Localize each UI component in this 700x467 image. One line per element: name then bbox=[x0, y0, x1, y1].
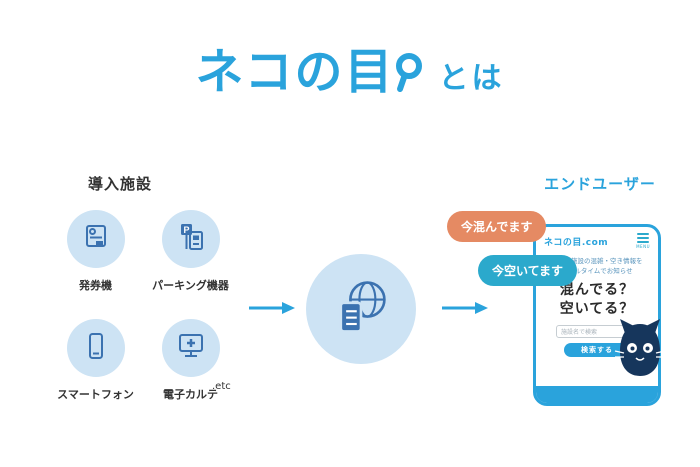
facility-label: スマートフォン bbox=[57, 388, 134, 401]
facility-ticket-machine: 発券機 bbox=[48, 210, 143, 293]
facility-label: 発券機 bbox=[79, 279, 112, 292]
enduser-heading: エンドユーザー bbox=[544, 175, 656, 193]
svg-text:P: P bbox=[183, 225, 189, 235]
server-globe-icon bbox=[327, 273, 395, 345]
cat-mascot bbox=[614, 316, 666, 382]
magnifier-icon bbox=[393, 52, 425, 98]
parking-machine-icon: P bbox=[175, 221, 207, 257]
phone-site-logo: ネコの目.com bbox=[544, 237, 609, 248]
flow-arrow-left bbox=[249, 300, 295, 320]
hamburger-menu-icon: MENU bbox=[636, 233, 650, 249]
smartphone-icon bbox=[80, 330, 112, 366]
page-title: ネコの目 とは bbox=[0, 46, 700, 97]
title-suffix: とは bbox=[438, 61, 505, 96]
facility-smartphone: スマートフォン bbox=[48, 319, 143, 402]
phone-headline: 混んでる？ 空いてる？ bbox=[536, 281, 658, 319]
facility-parking-machine: P パーキング機器 bbox=[143, 210, 238, 293]
phone-description-line1: お店や施設の混雑・空き情報を bbox=[551, 257, 643, 265]
phone-bottom-bar bbox=[536, 386, 658, 403]
medical-chart-icon bbox=[175, 330, 207, 366]
menu-label: MENU bbox=[636, 244, 650, 249]
phone-search-placeholder: 施設名で検索 bbox=[561, 328, 598, 336]
facility-label: パーキング機器 bbox=[152, 279, 229, 292]
bubble-busy: 今混んでます bbox=[447, 211, 547, 242]
phone-headline-line1: 混んでる？ bbox=[559, 281, 635, 298]
facility-circle: P bbox=[161, 210, 220, 268]
facility-grid: 発券機 P パーキング機器 bbox=[48, 210, 238, 402]
etc-label: .etc bbox=[212, 381, 231, 392]
facility-circle bbox=[161, 319, 220, 377]
facility-circle bbox=[66, 210, 125, 268]
phone-header: ネコの目.com MENU bbox=[536, 227, 658, 252]
phone-headline-line2: 空いてる？ bbox=[559, 300, 635, 317]
facility-circle bbox=[66, 319, 125, 377]
flow-arrow-right bbox=[442, 300, 488, 320]
phone-description-line2: リアルタイムでお知らせ bbox=[561, 267, 633, 276]
cloud-server-hub bbox=[306, 254, 416, 364]
brand-logo-text: ネコの目 bbox=[195, 44, 395, 100]
phone-search-button: 検索する bbox=[564, 342, 630, 357]
bubble-free: 今空いてます bbox=[478, 255, 578, 286]
facility-label: 電子カルテ bbox=[163, 388, 218, 401]
facilities-heading: 導入施設 bbox=[87, 175, 152, 193]
phone-search-button-label: 検索する bbox=[581, 345, 613, 354]
facility-medical-chart: 電子カルテ bbox=[143, 319, 238, 402]
ticket-machine-icon bbox=[80, 221, 112, 257]
phone-description: お店や施設の混雑・空き情報を リアルタイムでお知らせ bbox=[536, 256, 658, 277]
